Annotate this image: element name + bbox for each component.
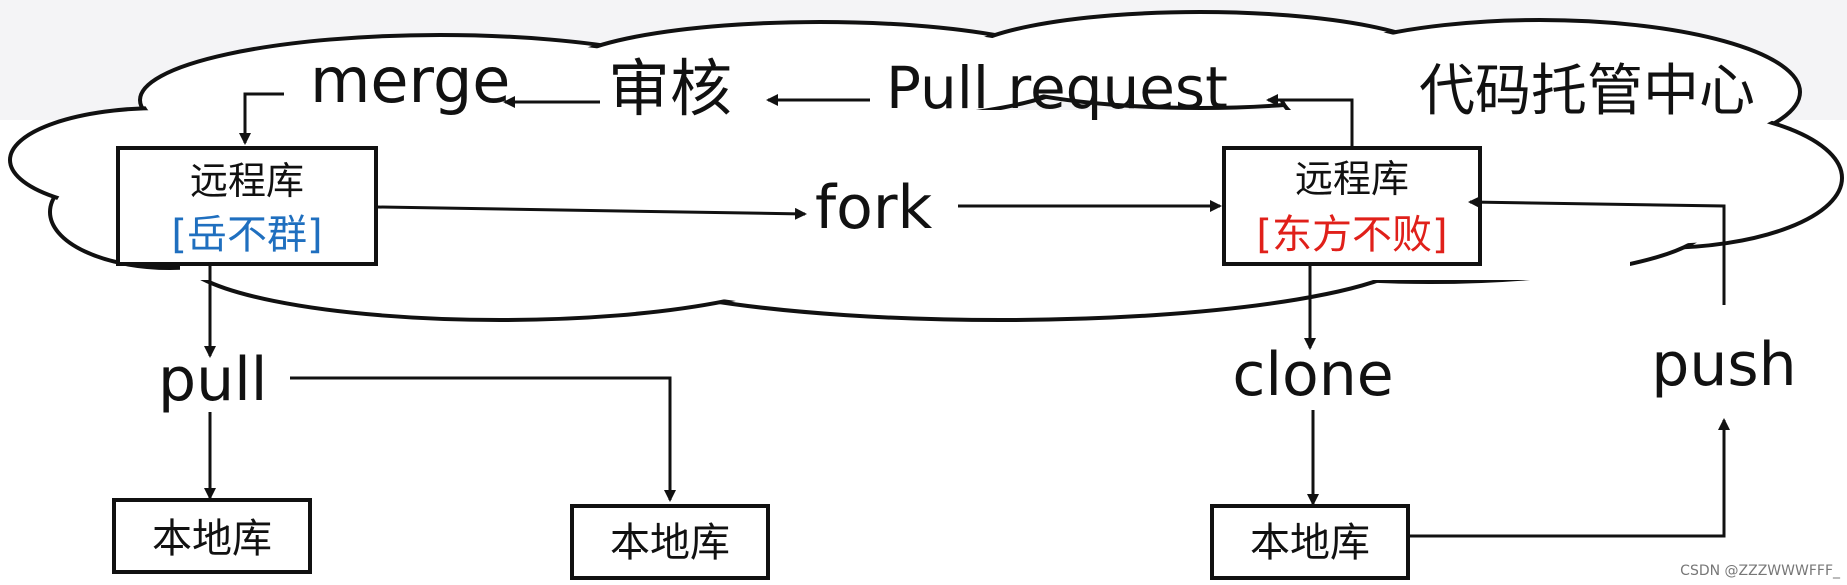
fork-label: fork (815, 173, 933, 243)
remote-repo-right-box (1222, 146, 1482, 266)
local-repo-3-to-push-arrow (1408, 418, 1730, 538)
local-repo-3-box (1210, 504, 1410, 580)
merge-label: merge (310, 44, 510, 117)
pull-to-local-repo-2-arrow (290, 376, 676, 502)
local-repo-3: 本地库 (1210, 504, 1410, 580)
local-repo-2-box (570, 504, 770, 580)
remote-repo-left-title: 远程库 (190, 159, 304, 203)
merge-to-left-remote-arrow (239, 92, 284, 145)
remote-repo-right-title: 远程库 (1295, 157, 1409, 201)
local-repo-1: 本地库 (112, 498, 312, 574)
review-label: 审核 (608, 52, 732, 125)
local-repo-3-label: 本地库 (1250, 520, 1370, 566)
push-label: push (1651, 330, 1796, 400)
clone-label: clone (1232, 340, 1393, 410)
cloud-title: 代码托管中心 (1419, 59, 1755, 124)
local-repo-1-label: 本地库 (152, 516, 272, 562)
local-repo-2-label: 本地库 (610, 520, 730, 566)
pull-label: pull (158, 345, 267, 415)
pull-request-label: Pull request (886, 54, 1228, 122)
right-remote-to-pull-request-arrow (1266, 94, 1354, 152)
push-to-right-remote-arrow (1468, 196, 1726, 305)
remote-repo-left: 远程库 [岳不群] (116, 146, 378, 266)
watermark: CSDN @ZZZWWWFFF_ (1680, 563, 1841, 579)
remote-repo-right-owner: [东方不败] (1256, 212, 1447, 258)
left-remote-to-fork-arrow (377, 205, 807, 220)
remote-repo-left-owner: [岳不群] (171, 212, 322, 258)
remote-repo-right: 远程库 [东方不败] (1222, 146, 1482, 266)
remote-repo-left-box (116, 146, 378, 266)
local-repo-1-box (112, 498, 312, 574)
local-repo-2: 本地库 (570, 504, 770, 580)
